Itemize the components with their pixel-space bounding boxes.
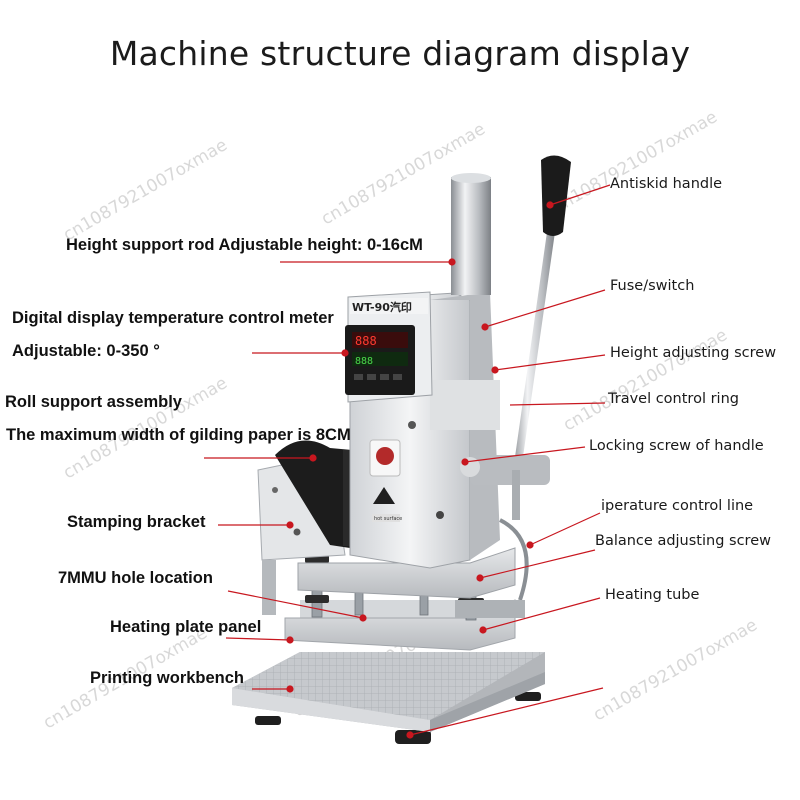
display-model-label: WT-90汽印 xyxy=(352,300,412,314)
printing-workbench xyxy=(232,652,545,744)
label-digital-display-meter: Digital display temperature control mete… xyxy=(12,309,334,327)
label-heating-plate-panel: Heating plate panel xyxy=(110,618,262,636)
label-balance-adjusting-screw: Balance adjusting screw xyxy=(595,533,771,549)
label-printing-workbench: Printing workbench xyxy=(90,669,245,687)
svg-text:888: 888 xyxy=(355,356,373,367)
label-travel-control-ring: Travel control ring xyxy=(608,391,739,407)
page-title: Machine structure diagram display xyxy=(109,34,691,73)
temperature-control-meter: WT-90汽印 888 888 xyxy=(345,291,433,403)
label-antiskid-handle: Antiskid handle xyxy=(610,176,723,192)
label-temperature-control-line: iperature control line xyxy=(601,498,754,514)
label-stamping-bracket: Stamping bracket xyxy=(67,513,206,531)
label-locking-screw: Locking screw of handle xyxy=(589,438,764,454)
label-height-adjusting-screw: Height adjusting screw xyxy=(610,345,777,361)
label-fuse-switch: Fuse/switch xyxy=(610,278,695,294)
svg-text:888: 888 xyxy=(355,334,377,348)
label-roll-support-assembly: Roll support assembly xyxy=(5,393,182,411)
label-adjustable-range: Adjustable: 0-350 ° xyxy=(12,342,160,360)
label-gilding-paper-width: The maximum width of gilding paper is 8C… xyxy=(6,426,351,444)
label-height-support-rod: Height support rod Adjustable height: 0-… xyxy=(66,236,423,254)
leader-lines xyxy=(204,184,611,739)
label-heating-tube: Heating tube xyxy=(605,587,700,603)
label-hole-location: 7MMU hole location xyxy=(58,569,213,587)
height-support-rod xyxy=(451,173,491,295)
hot-surface-label: hot surface xyxy=(374,516,402,522)
